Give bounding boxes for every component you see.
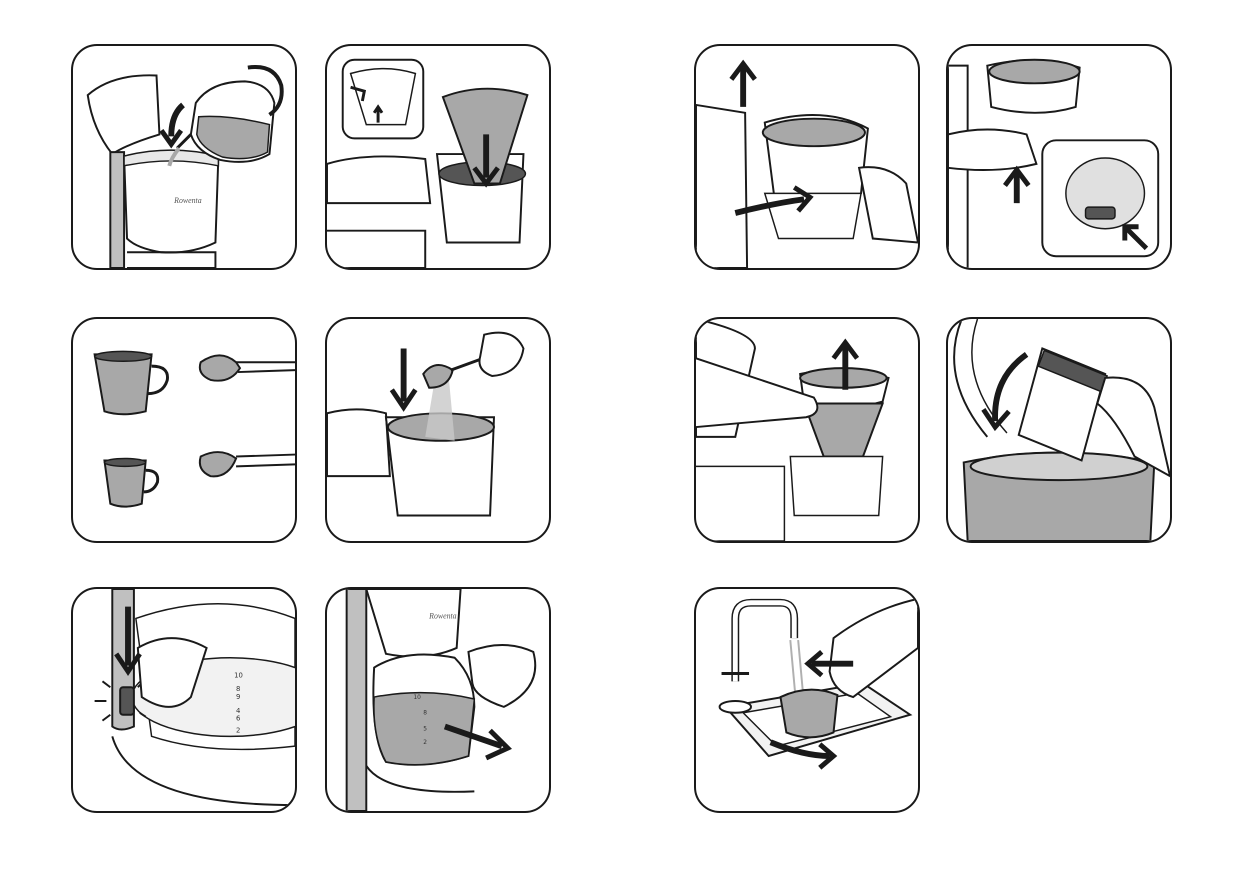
anti-drip-illustration — [948, 46, 1170, 268]
step-measure-coffee-panel — [71, 317, 297, 543]
carafe-mark-10: 10 — [234, 671, 243, 679]
step-anti-drip-panel — [946, 44, 1172, 270]
rinse-filter-illustration — [696, 589, 918, 811]
step-remove-filter-holder-panel — [694, 44, 920, 270]
carafe-mark-8: 8 — [236, 685, 240, 693]
large-scoop-icon — [200, 355, 240, 380]
insert-filter-illustration — [327, 46, 549, 268]
empty-filter-illustration — [948, 319, 1170, 541]
step-lift-filter-panel — [694, 317, 920, 543]
small-cup-icon — [104, 460, 145, 506]
add-coffee-illustration — [327, 319, 549, 541]
step-insert-filter-panel — [325, 44, 551, 270]
remove-carafe-illustration: Rowenta 10 8 5 2 — [327, 589, 549, 811]
rowenta-logo: Rowenta — [173, 196, 202, 205]
carafe-mark-10: 10 — [413, 695, 421, 701]
rowenta-logo: Rowenta — [428, 611, 457, 620]
carafe-mark-5: 5 — [423, 726, 427, 732]
step-fill-water-panel: Rowenta — [71, 44, 297, 270]
step-empty-filter-panel — [946, 317, 1172, 543]
carafe-mark-8: 8 — [423, 711, 427, 717]
large-cup-icon — [95, 354, 152, 414]
carafe-mark-6: 6 — [236, 715, 240, 723]
remove-filter-holder-illustration — [696, 46, 918, 268]
carafe-mark-9: 9 — [236, 693, 240, 701]
carafe-mark-4: 4 — [236, 707, 240, 715]
switch-on-illustration: 10 8 9 4 6 2 — [73, 589, 295, 811]
step-add-coffee-panel — [325, 317, 551, 543]
curved-arrow-icon — [995, 354, 1027, 421]
fill-water-illustration: Rowenta — [73, 46, 295, 268]
power-switch — [120, 687, 134, 715]
small-scoop-icon — [200, 452, 236, 476]
step-remove-carafe-panel: Rowenta 10 8 5 2 — [325, 587, 551, 813]
carafe-mark-2: 2 — [236, 726, 240, 734]
step-rinse-filter-panel — [694, 587, 920, 813]
step-switch-on-panel: 10 8 9 4 6 2 — [71, 587, 297, 813]
carafe-mark-2: 2 — [423, 740, 427, 746]
lift-filter-illustration — [696, 319, 918, 541]
measure-coffee-illustration — [73, 319, 295, 541]
